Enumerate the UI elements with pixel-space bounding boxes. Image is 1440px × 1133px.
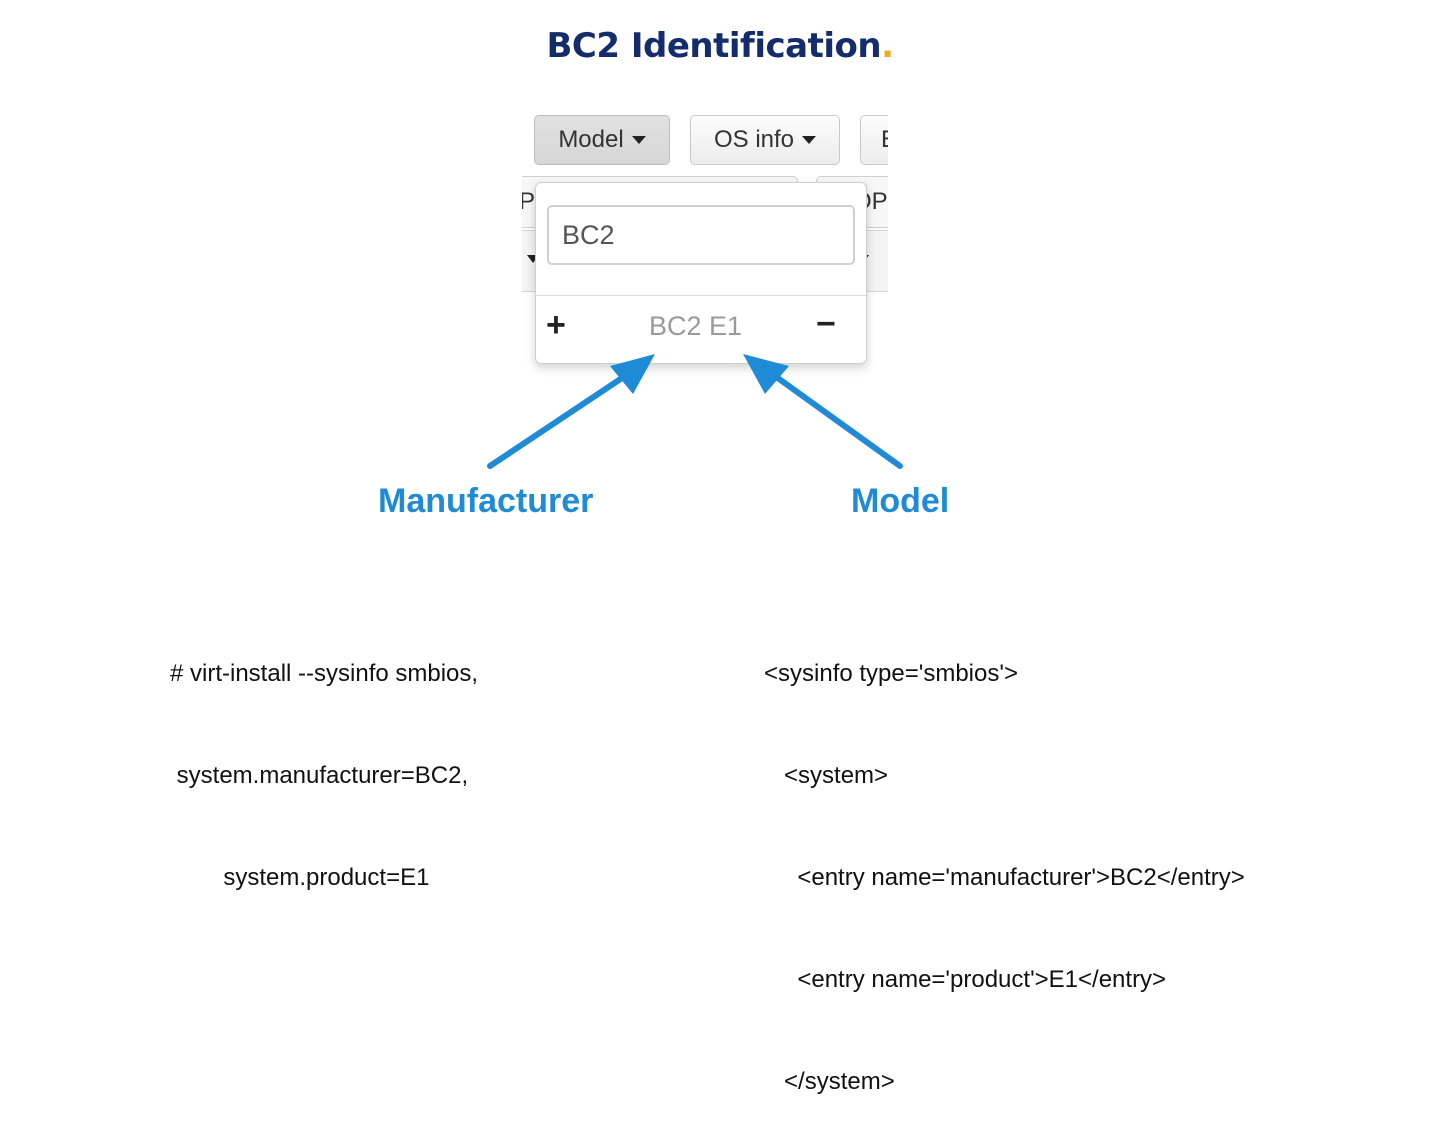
slide-title: BC2 Identification. (0, 26, 1440, 66)
model-dropdown-button[interactable]: Model (534, 115, 670, 165)
code-line: system.product=E1 (170, 864, 430, 891)
title-dot: . (881, 26, 894, 66)
caret-down-icon (527, 255, 539, 263)
code-line: <entry name='product'>E1</entry> (764, 966, 1167, 993)
caret-down-icon (802, 136, 817, 144)
model-search-input[interactable]: BC2 (547, 205, 855, 265)
code-line: <system> (764, 762, 889, 789)
ui-screenshot: Model OS info E P( OP BC2 + BC2 E1 − (522, 108, 888, 384)
minus-icon[interactable]: − (816, 305, 836, 343)
slide-title-text: BC2 Identification (546, 26, 882, 66)
annotation-arrows (487, 354, 903, 469)
code-line: </system> (764, 1068, 895, 1095)
menu-divider (536, 295, 866, 296)
sysinfo-xml-snippet: <sysinfo type='smbios'> <system> <entry … (764, 589, 1245, 1133)
code-line: system.manufacturer=BC2, (170, 762, 469, 789)
model-label: Model (851, 482, 950, 520)
model-arrow (743, 354, 903, 469)
code-line: <entry name='manufacturer'>BC2</entry> (764, 864, 1245, 891)
third-dropdown-button[interactable]: E (860, 115, 888, 165)
third-button-label: E (881, 126, 888, 154)
manufacturer-arrow (487, 354, 655, 469)
model-button-label: Model (558, 126, 624, 153)
code-line: # virt-install --sysinfo smbios, (170, 660, 479, 687)
model-option-bc2-e1[interactable]: BC2 E1 (649, 311, 743, 341)
caret-down-icon (631, 136, 646, 144)
os-info-button-label: OS info (713, 126, 795, 153)
model-dropdown-menu: BC2 + BC2 E1 − (535, 182, 867, 364)
manufacturer-label: Manufacturer (378, 482, 594, 520)
os-info-dropdown-button[interactable]: OS info (690, 115, 840, 165)
code-line: <sysinfo type='smbios'> (764, 660, 1018, 687)
plus-icon[interactable]: + (546, 306, 566, 344)
virt-install-command: # virt-install --sysinfo smbios, system.… (170, 589, 478, 929)
